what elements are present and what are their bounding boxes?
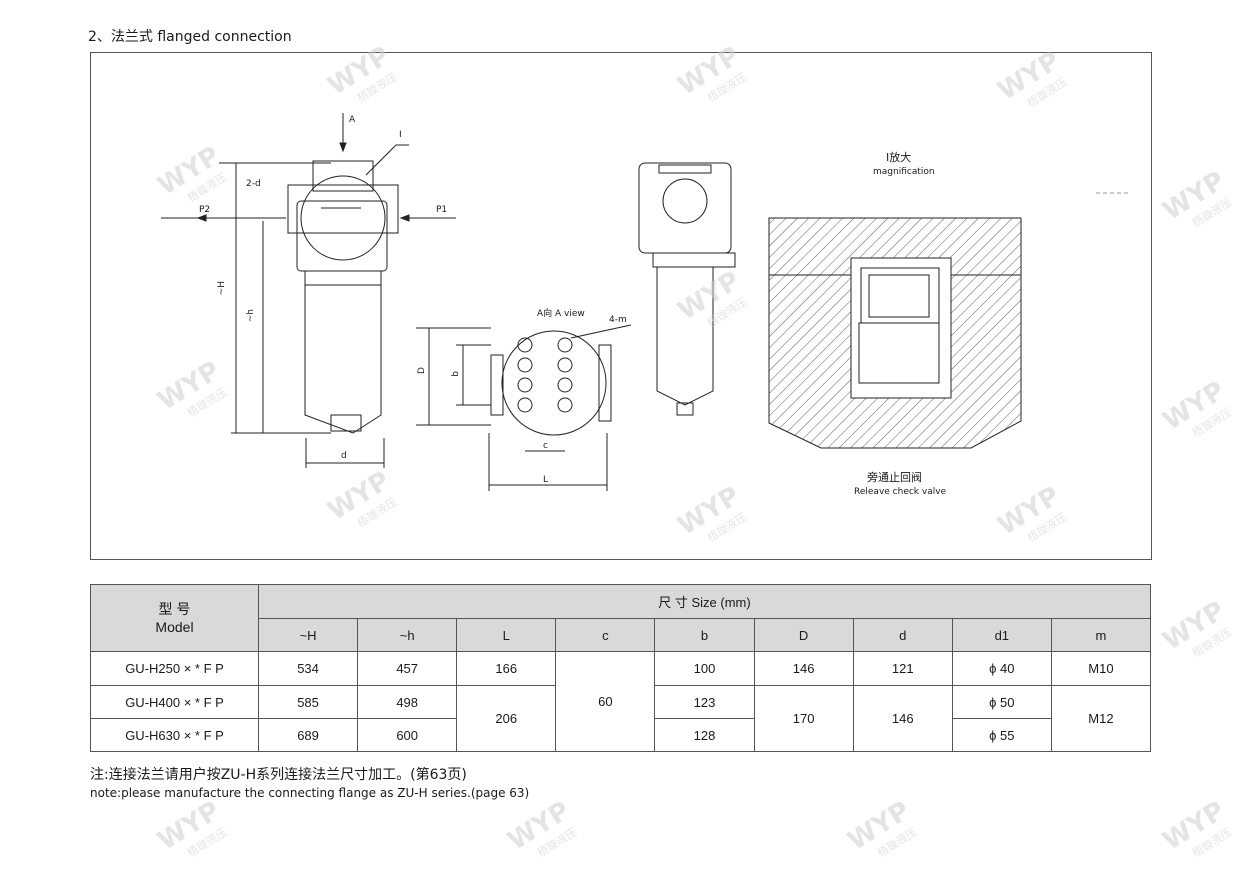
- technical-drawing-frame: A I 2-d P2 P1 ~H ~h d A向 A view 4-m D b …: [90, 52, 1152, 560]
- front-view: [161, 113, 456, 468]
- label-a-view: A向 A view: [537, 309, 585, 319]
- column-header: d1: [951, 618, 1052, 652]
- cell-L: 166: [456, 651, 557, 686]
- cell-d: 146: [852, 685, 953, 752]
- label-magnify-cn: I放大: [886, 151, 912, 164]
- cell-h: 498: [357, 685, 458, 719]
- column-header: ~h: [357, 618, 458, 652]
- cell-d1: ϕ 55: [951, 718, 1052, 752]
- label-magnify-en: magnification: [873, 167, 935, 177]
- footnote: 注:连接法兰请用户按ZU-H系列连接法兰尺寸加工。(第63页) note:ple…: [90, 766, 529, 802]
- label-i: I: [399, 130, 402, 140]
- side-view: [638, 162, 736, 416]
- size-header: 尺 寸 Size (mm): [258, 584, 1151, 619]
- cell-m: M10: [1050, 651, 1152, 686]
- label-4-m: 4-m: [609, 315, 627, 325]
- footnote-cn: 注:连接法兰请用户按ZU-H系列连接法兰尺寸加工。(第63页): [90, 767, 467, 783]
- label-valve-en: Releave check valve: [854, 487, 947, 497]
- cell-D: 170: [753, 685, 854, 752]
- model-cell: GU-H630 × * F P: [90, 718, 259, 752]
- cell-D: 146: [753, 651, 854, 686]
- column-header: b: [654, 618, 755, 652]
- cell-h: 457: [357, 651, 458, 686]
- column-header-row: ~H ~h L c b D d d1 m: [91, 618, 1152, 652]
- magnified-section: [768, 217, 1022, 449]
- label-h-total: ~H: [217, 281, 227, 296]
- cell-L: 206: [456, 685, 557, 752]
- label-dim-b: b: [451, 371, 461, 377]
- cell-d: 121: [852, 651, 953, 686]
- label-d: d: [341, 451, 347, 461]
- cell-H: 534: [257, 651, 359, 686]
- model-header-cn: 型 号: [158, 601, 191, 617]
- column-header: m: [1050, 618, 1152, 652]
- section-heading: 2、法兰式 flanged connection: [88, 29, 292, 45]
- table-row: GU-H250 × * F P 534 457 166 60 100 146 1…: [90, 651, 1152, 752]
- table-row: GU-H630 × * F P 689 600 128 ϕ 55: [90, 718, 1151, 752]
- cell-h: 600: [357, 718, 458, 752]
- label-dim-c: c: [543, 441, 548, 451]
- label-a-arrow: A: [349, 115, 356, 125]
- label-p1: P1: [436, 205, 448, 215]
- label-valve-cn: 旁通止回阀: [867, 471, 922, 484]
- cell-b: 123: [654, 685, 755, 719]
- column-header: d: [852, 618, 953, 652]
- label-h: ~h: [246, 309, 256, 323]
- a-view: [416, 324, 632, 491]
- table-row: GU-H400 × * F P 585 498 206 123 170 146 …: [90, 685, 1152, 752]
- column-header: ~H: [257, 618, 359, 652]
- cell-H: 689: [257, 718, 359, 752]
- cell-d1: ϕ 40: [951, 651, 1052, 686]
- cell-m: M12: [1050, 685, 1152, 752]
- label-p2: P2: [199, 205, 211, 215]
- column-header: D: [753, 618, 854, 652]
- cell-d1: ϕ 50: [951, 685, 1052, 719]
- model-header: 型 号 Model: [90, 584, 259, 652]
- model-header-en: Model: [155, 619, 194, 635]
- label-2-d: 2-d: [246, 179, 261, 189]
- column-header: L: [456, 618, 557, 652]
- column-header: c: [555, 618, 656, 652]
- footnote-en: note:please manufacture the connecting f…: [90, 786, 530, 800]
- technical-drawing: [161, 113, 1131, 491]
- model-cell: GU-H400 × * F P: [90, 685, 259, 719]
- cell-b: 128: [654, 718, 755, 752]
- cell-b: 100: [654, 651, 755, 686]
- cell-c: 60: [555, 651, 656, 752]
- model-cell: GU-H250 × * F P: [90, 651, 259, 686]
- dimension-table: 型 号 Model 尺 寸 Size (mm) ~H ~h L c b D d …: [90, 584, 1152, 752]
- cell-H: 585: [257, 685, 359, 719]
- label-dim-D: D: [417, 367, 427, 374]
- label-dim-L: L: [543, 475, 549, 485]
